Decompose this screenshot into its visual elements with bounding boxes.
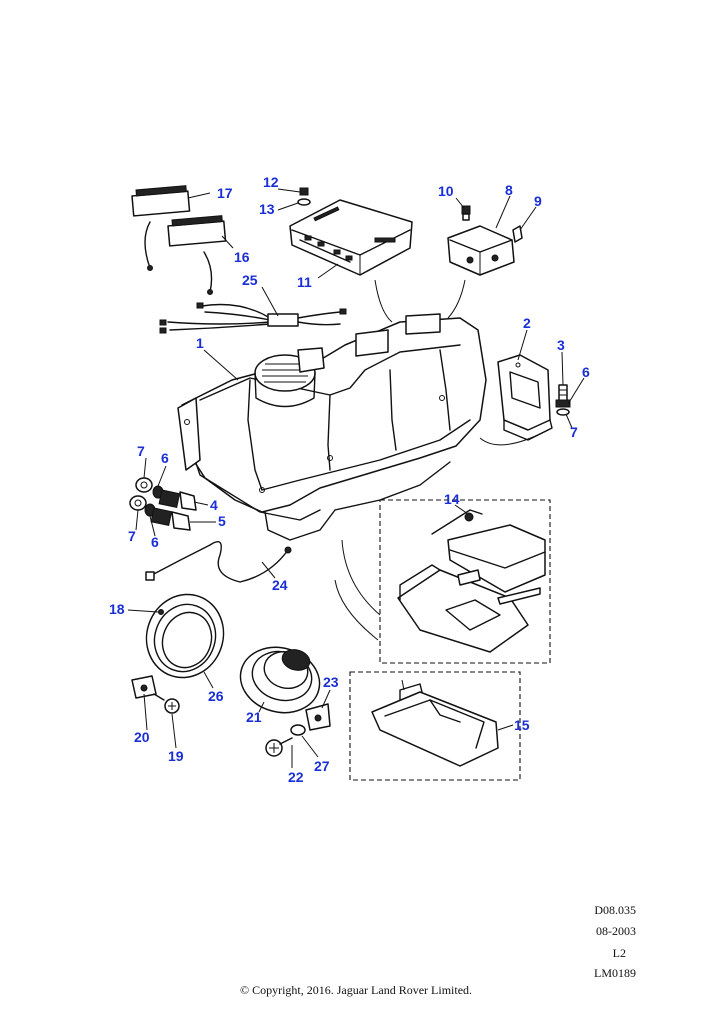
callout-13: 13	[259, 201, 275, 217]
copyright-notice: © Copyright, 2016. Jaguar Land Rover Lim…	[239, 983, 473, 997]
mounting-tray-lower	[349, 671, 521, 781]
cable-part	[145, 541, 292, 583]
callout-7-upper-left: 7	[137, 443, 145, 459]
mounting-tray-upper	[379, 499, 551, 664]
bracket-part	[497, 354, 553, 441]
callout-1: 1	[196, 335, 204, 351]
bolts-left	[129, 477, 197, 531]
callout-18: 18	[109, 601, 125, 617]
screw-right	[555, 384, 571, 416]
callout-4: 4	[210, 497, 218, 513]
wiring-harness	[159, 302, 347, 334]
speaker-grille	[145, 593, 225, 679]
housing-part	[177, 279, 549, 641]
callout-10: 10	[438, 183, 454, 199]
reference-date: 08-2003	[596, 924, 636, 938]
callout-6-upper-left: 6	[161, 450, 169, 466]
amplifier-unit	[289, 187, 413, 276]
callout-14: 14	[444, 491, 460, 507]
callout-3: 3	[557, 337, 565, 353]
callout-8: 8	[505, 182, 513, 198]
callout-12: 12	[263, 174, 279, 190]
callout-6-right: 6	[582, 364, 590, 380]
callout-27: 27	[314, 758, 330, 774]
callout-2: 2	[523, 315, 531, 331]
callout-17: 17	[217, 185, 233, 201]
callout-9: 9	[534, 193, 542, 209]
connector-parts	[131, 185, 227, 295]
callout-11: 11	[297, 274, 312, 290]
callout-7-lower-left: 7	[128, 528, 136, 544]
reference-level: L2	[612, 946, 626, 960]
clip-and-screw-right	[265, 703, 331, 757]
reference-code: D08.035	[594, 903, 636, 917]
callout-21: 21	[246, 709, 262, 725]
callout-6-lower-left: 6	[151, 534, 159, 550]
speaker-part	[239, 646, 321, 714]
leader-lines	[127, 188, 585, 768]
clip-and-screw-left	[131, 675, 180, 714]
callout-26: 26	[208, 688, 224, 704]
callout-15: 15	[514, 717, 530, 733]
callout-5: 5	[218, 513, 226, 529]
callout-20: 20	[134, 729, 150, 745]
callout-25: 25	[242, 272, 258, 288]
control-module	[447, 205, 523, 276]
callout-labels: 1 2 3 4 5 6 6 6 7 7 7 8 9 10 11 12 13 14…	[109, 174, 590, 785]
callout-19: 19	[168, 748, 184, 764]
callout-22: 22	[288, 769, 304, 785]
reference-image-id: LM0189	[594, 966, 636, 980]
callout-16: 16	[234, 249, 250, 265]
callout-23: 23	[323, 674, 339, 690]
callout-24: 24	[272, 577, 288, 593]
callout-7-right: 7	[570, 424, 578, 440]
